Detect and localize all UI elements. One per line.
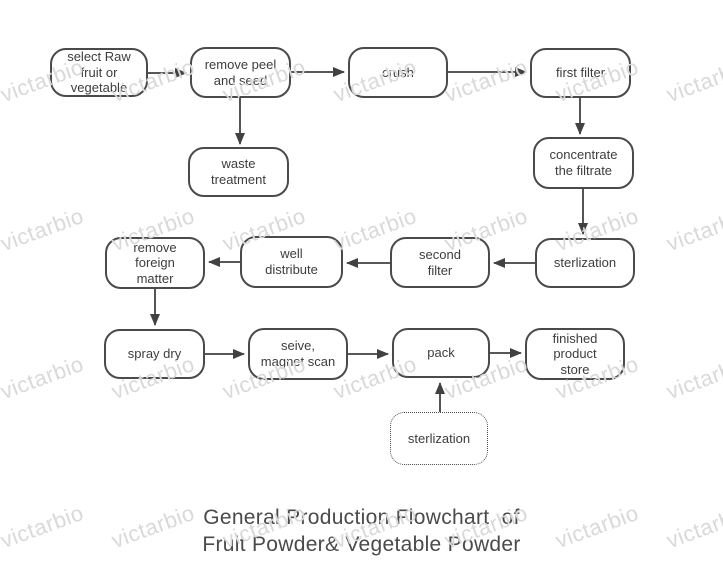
diagram-title: General Production Flowchart of Fruit Po… (0, 504, 723, 558)
node-finished-store: finished product store (525, 328, 625, 380)
node-select-raw: select Raw fruit or vegetable (50, 48, 148, 97)
node-concentrate: concentrate the filtrate (533, 137, 634, 189)
node-waste-treatment: waste treatment (188, 147, 289, 197)
node-spray-dry: spray dry (104, 329, 205, 379)
node-first-filter: first filter (530, 48, 631, 98)
node-sterlization-1: sterlization (535, 238, 635, 288)
node-seive-magnet: seive, magnet scan (248, 328, 348, 380)
node-second-filter: second filter (390, 237, 490, 288)
title-line-2: Fruit Powder& Vegetable Powder (202, 533, 521, 556)
node-well-distribute: well distribute (240, 236, 343, 288)
node-crush: crush (348, 47, 448, 98)
node-remove-foreign: remove foreign matter (105, 237, 205, 289)
title-line-1: General Production Flowchart of (203, 506, 520, 529)
node-remove-peel: remove peel and seed (190, 47, 291, 98)
node-pack: pack (392, 328, 490, 378)
node-sterlization-2: sterlization (390, 412, 488, 465)
